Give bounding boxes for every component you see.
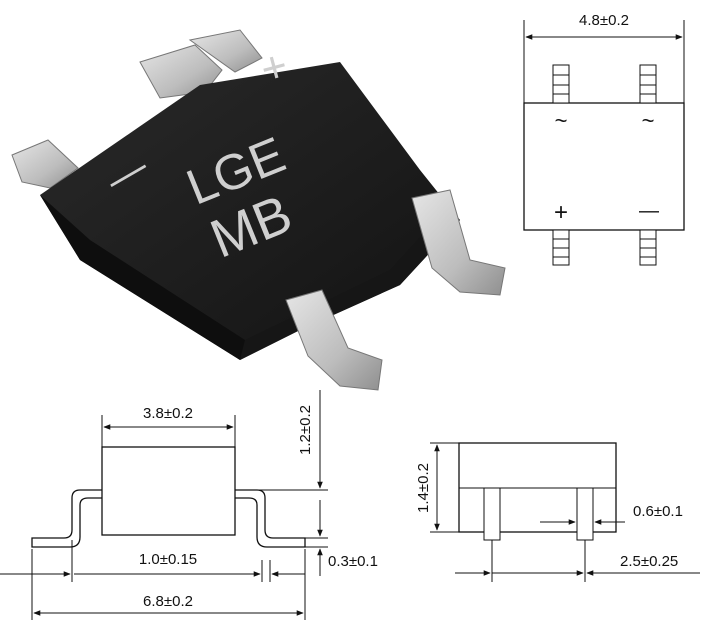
side-body-width-dim: 3.8±0.2 xyxy=(143,405,193,422)
end-lead-width-dim: 0.6±0.1 xyxy=(633,503,683,520)
bottom-lead-left xyxy=(552,229,570,266)
side-lead-pitch-dim: 1.0±0.15 xyxy=(139,551,197,568)
end-height-dim: 1.4±0.2 xyxy=(415,463,432,513)
lead-left xyxy=(11,139,79,189)
side-overall-length-dim: 6.8±0.2 xyxy=(143,593,193,610)
bottom-lead-right xyxy=(639,229,657,266)
top-lead-left xyxy=(552,64,570,104)
lead-bottom xyxy=(285,289,383,391)
end-lead-left xyxy=(483,487,501,541)
side-view: 3.8±0.2 1.2±0.2 0.3±0.1 1.0±0.15 6.8±0.2 xyxy=(0,390,378,620)
side-lead-left xyxy=(31,489,102,548)
top-width-dim: 4.8±0.2 xyxy=(579,12,629,29)
top-lead-right xyxy=(639,64,657,104)
end-lead-right xyxy=(576,487,594,541)
end-lead-spacing-dim: 2.5±0.25 xyxy=(620,553,678,570)
package-photo: + — LGE MB xyxy=(11,29,506,391)
ac-symbol-left: ~ xyxy=(555,108,568,133)
side-body xyxy=(101,446,236,536)
end-view: 1.4±0.2 0.6±0.1 2.5±0.25 xyxy=(415,442,700,582)
top-view: 4.8±0.2 ~ ~ + — xyxy=(523,12,685,266)
side-lead-thickness-dim: 0.3±0.1 xyxy=(328,553,378,570)
top-body xyxy=(523,102,685,231)
side-body-height-dim: 1.2±0.2 xyxy=(297,405,314,455)
lead-right xyxy=(411,189,506,296)
lead-top-left xyxy=(139,44,223,99)
ac-symbol-right: ~ xyxy=(642,108,655,133)
side-lead-right xyxy=(235,489,306,548)
top-minus-symbol: — xyxy=(639,200,659,222)
top-plus-symbol: + xyxy=(554,199,568,226)
lead-top-right xyxy=(188,29,263,73)
